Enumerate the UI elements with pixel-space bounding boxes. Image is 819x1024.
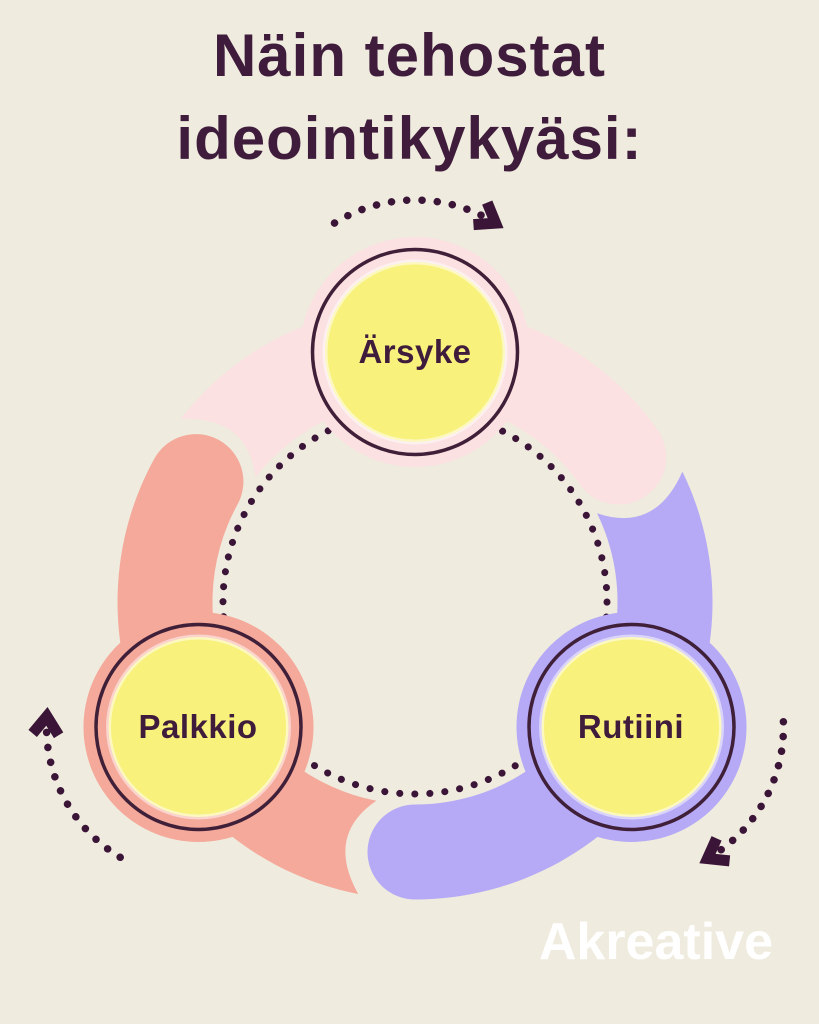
- node-outline-routine: [527, 622, 736, 832]
- outer-dotted-arc-right: [717, 717, 788, 854]
- node-circle-stimulus: [322, 259, 508, 445]
- arrow-icon-left: [28, 707, 64, 739]
- node-label-routine: Rutiini: [577, 708, 685, 745]
- arrow-icon-right: [699, 836, 731, 867]
- node-outline-stimulus: [310, 247, 520, 457]
- node-circle-routine: [539, 634, 724, 820]
- node-label-stimulus: Ärsyke: [358, 333, 472, 370]
- node-outline-reward: [94, 622, 303, 832]
- arrow-icon-top: [473, 200, 504, 231]
- page-title-line1: Näin tehostat: [212, 22, 607, 89]
- outer-dotted-arc-left: [42, 728, 124, 862]
- page-title-line2: ideointikykyäsi:: [176, 105, 643, 172]
- page-title: Näin tehostat ideointikykyäsi:: [0, 14, 819, 180]
- brand-logo: Akreative: [538, 913, 773, 971]
- node-label-reward: Palkkio: [138, 708, 258, 745]
- node-circle-reward: [106, 634, 291, 820]
- outer-dotted-arc-top: [330, 196, 486, 227]
